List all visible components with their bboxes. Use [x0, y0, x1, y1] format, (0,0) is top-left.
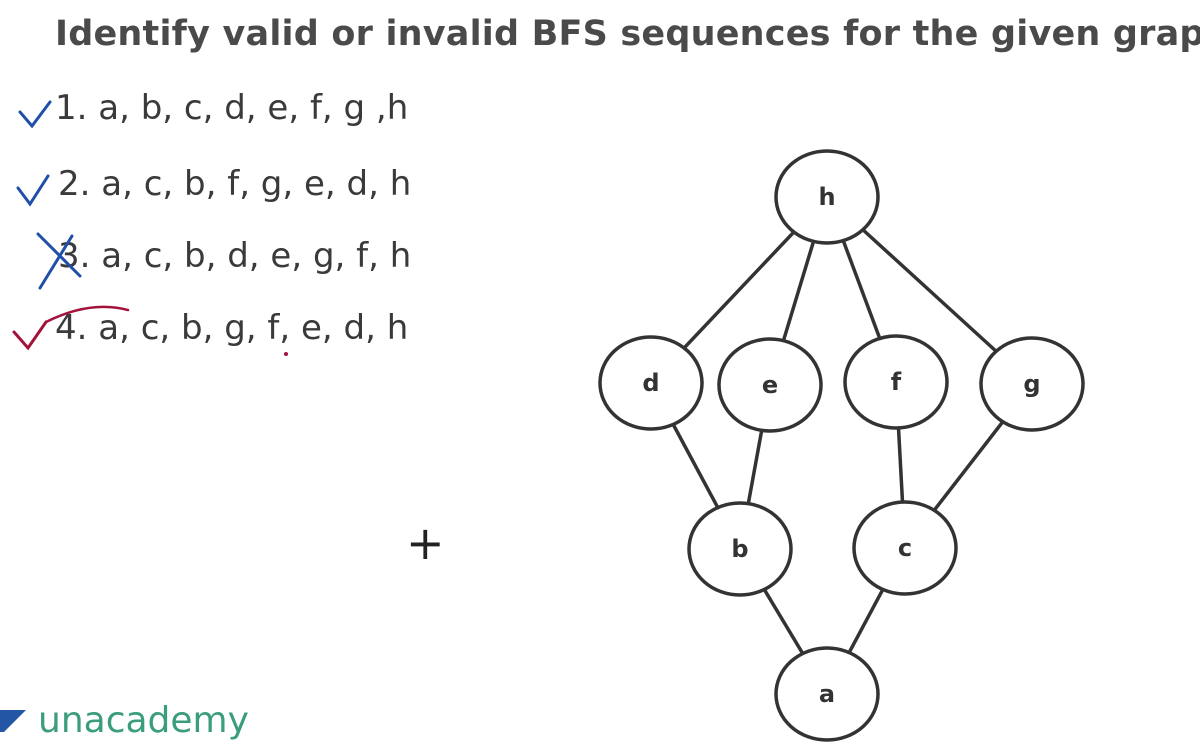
node-circle	[852, 500, 958, 596]
sequence-text: a, c, b, g, f, e, d, h	[98, 308, 409, 348]
node-g: g	[979, 336, 1085, 432]
node-label: f	[891, 368, 902, 396]
node-label: h	[818, 183, 835, 211]
nodes: h d e f g b c a	[598, 149, 1085, 742]
node-c: c	[852, 500, 958, 596]
sequence-text: a, b, c, d, e, f, g ,h	[98, 88, 409, 128]
check-mark-icon	[16, 174, 50, 207]
sequence-number: 1.	[55, 88, 88, 128]
brand-name: unacademy	[38, 700, 249, 741]
edges	[649, 195, 1034, 695]
node-circle	[979, 336, 1085, 432]
sequence-1: 1. a, b, c, d, e, f, g ,h	[55, 88, 408, 128]
node-e: e	[717, 337, 823, 433]
node-a: a	[774, 646, 880, 742]
sequence-4: 4. a, c, b, g, f, e, d, h	[55, 308, 408, 348]
node-f: f	[843, 334, 949, 430]
check-mark-icon	[12, 320, 48, 351]
node-circle	[717, 337, 823, 433]
slide-title: Identify valid or invalid BFS sequences …	[55, 14, 1200, 54]
brand-logo: unacademy	[0, 700, 249, 741]
dot-mark-icon	[284, 352, 288, 356]
node-circle	[687, 501, 793, 597]
crosshair-cursor-icon: +	[406, 516, 445, 570]
node-circle	[774, 646, 880, 742]
sequence-2: 2. a, c, b, f, g, e, d, h	[58, 164, 411, 204]
node-h: h	[774, 149, 880, 245]
unacademy-logo-icon	[0, 709, 26, 732]
sequence-number: 2.	[58, 164, 91, 204]
node-d: d	[598, 335, 704, 431]
sequence-3: 3. a, c, b, d, e, g, f, h	[58, 236, 411, 276]
node-b: b	[687, 501, 793, 597]
node-label: g	[1023, 370, 1040, 398]
node-label: b	[731, 535, 748, 563]
node-circle	[774, 149, 880, 245]
sequence-text: a, c, b, f, g, e, d, h	[101, 164, 412, 204]
node-circle	[598, 335, 704, 431]
node-label: d	[642, 369, 659, 397]
cross-mark-icon	[36, 232, 82, 290]
node-circle	[843, 334, 949, 430]
strike-icon	[44, 305, 130, 324]
sequence-text: a, c, b, d, e, g, f, h	[101, 236, 412, 276]
check-mark-icon	[18, 100, 52, 129]
node-label: a	[819, 680, 835, 708]
node-label: c	[898, 534, 912, 562]
node-label: e	[762, 371, 778, 399]
